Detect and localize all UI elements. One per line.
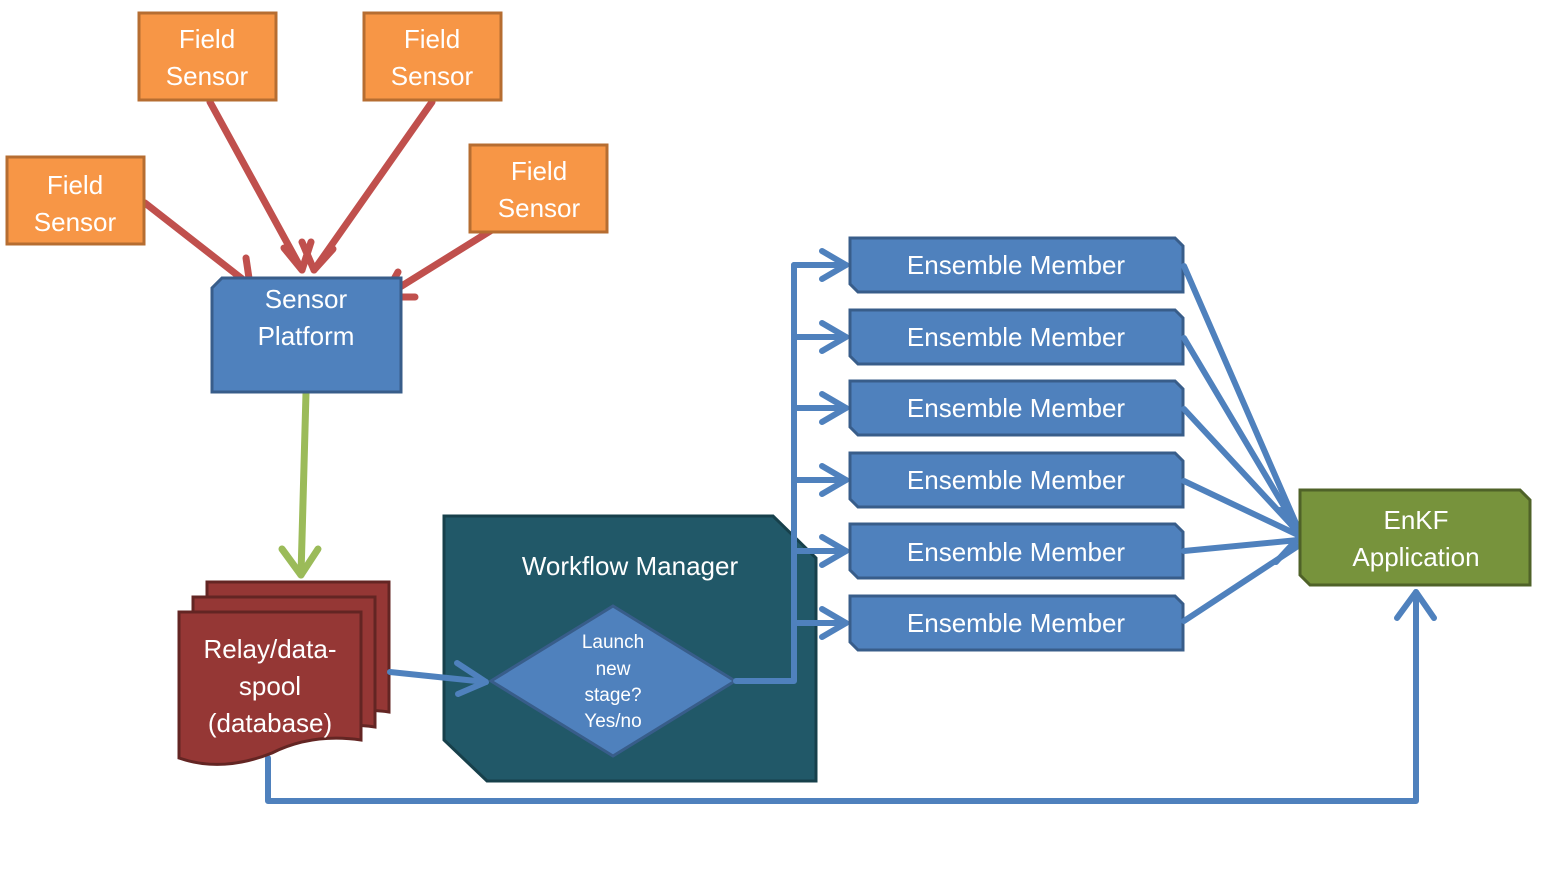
ensemble-member-3: Ensemble Member bbox=[848, 379, 1185, 437]
arrow-to-ensemble-6 bbox=[791, 606, 849, 640]
relay-line1: Relay/data- bbox=[204, 634, 337, 664]
arrow-relay-to-enkf bbox=[265, 589, 1437, 804]
ensemble-member-2: Ensemble Member bbox=[848, 308, 1185, 366]
arrow-ensemble-1-to-enkf bbox=[1181, 263, 1301, 531]
sensor-platform: Sensor Platform bbox=[210, 276, 403, 394]
sensor-platform-line2: Platform bbox=[258, 321, 355, 351]
ensemble-member-1: Ensemble Member bbox=[848, 236, 1185, 294]
branch-arrows bbox=[733, 248, 849, 684]
arrow-ensemble-5-to-enkf bbox=[1181, 537, 1301, 554]
relay-line2: spool bbox=[239, 671, 301, 701]
field-sensor-4: Field Sensor bbox=[468, 143, 609, 234]
workflow-manager-title: Workflow Manager bbox=[522, 551, 739, 581]
arrow-relay-to-decision bbox=[387, 660, 489, 697]
decision-line3: stage? bbox=[584, 685, 641, 706]
field-sensor-2-line1: Field bbox=[179, 24, 235, 54]
ensemble-member-6: Ensemble Member bbox=[848, 594, 1185, 652]
arrow-ensemble-4-to-enkf bbox=[1181, 478, 1301, 538]
arrow-ensemble-2-to-enkf bbox=[1181, 335, 1301, 533]
ensemble-member-2-label: Ensemble Member bbox=[907, 322, 1126, 352]
field-sensor-1-line2: Sensor bbox=[34, 207, 117, 237]
relay-line3: (database) bbox=[208, 708, 332, 738]
field-sensor-4-line2: Sensor bbox=[498, 193, 581, 223]
arrow-to-ensemble-4 bbox=[791, 463, 849, 497]
arrow-to-ensemble-1 bbox=[791, 248, 849, 282]
field-sensor-4-line1: Field bbox=[511, 156, 567, 186]
arrow-platform-to-relay bbox=[278, 389, 322, 579]
ensemble-member-6-label: Ensemble Member bbox=[907, 608, 1126, 638]
field-sensor-3-line2: Sensor bbox=[391, 61, 474, 91]
decision-diamond: Launch new stage? Yes/no bbox=[488, 604, 738, 758]
arrow-to-ensemble-3 bbox=[791, 391, 849, 425]
arrow-field-sensor-3-to-platform bbox=[298, 98, 436, 274]
field-sensor-1-line1: Field bbox=[47, 170, 103, 200]
enkf-line1: EnKF bbox=[1383, 505, 1448, 535]
ensemble-member-5-label: Ensemble Member bbox=[907, 537, 1126, 567]
ensemble-member-3-label: Ensemble Member bbox=[907, 393, 1126, 423]
arrow-to-ensemble-2 bbox=[791, 320, 849, 354]
ensemble-member-4: Ensemble Member bbox=[848, 451, 1185, 509]
decision-line4: Yes/no bbox=[584, 711, 641, 732]
decision-line2: new bbox=[596, 659, 631, 680]
enkf-application: EnKF Application bbox=[1298, 488, 1532, 587]
arrow-field-sensor-2-to-platform bbox=[206, 98, 315, 274]
ensemble-member-5: Ensemble Member bbox=[848, 522, 1185, 580]
sensor-platform-line1: Sensor bbox=[265, 284, 348, 314]
enkf-line2: Application bbox=[1352, 542, 1479, 572]
arrow-to-ensemble-5 bbox=[791, 534, 849, 568]
field-sensor-2-line2: Sensor bbox=[166, 61, 249, 91]
field-sensor-2: Field Sensor bbox=[137, 11, 278, 102]
field-sensor-1: Field Sensor bbox=[5, 155, 146, 246]
ensemble-member-1-label: Ensemble Member bbox=[907, 250, 1126, 280]
ensemble-member-4-label: Ensemble Member bbox=[907, 465, 1126, 495]
field-sensor-3: Field Sensor bbox=[362, 11, 503, 102]
converge-arrows bbox=[1181, 263, 1303, 624]
field-sensor-3-line1: Field bbox=[404, 24, 460, 54]
sensor-arrows bbox=[141, 98, 499, 301]
decision-line1: Launch bbox=[582, 632, 644, 653]
relay-data-spool: Relay/data- spool (database) bbox=[177, 580, 391, 766]
